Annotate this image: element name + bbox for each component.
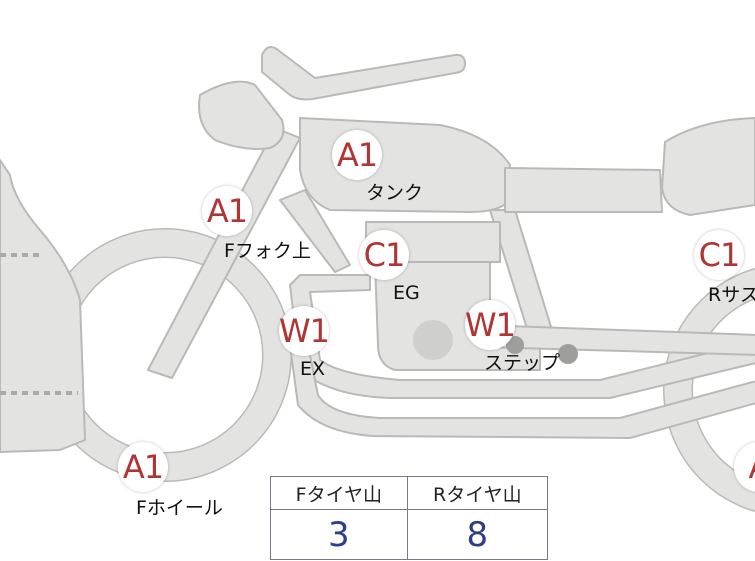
step-badge: W1 [465, 300, 516, 350]
front-wheel-badge: A1 [118, 442, 168, 492]
exhaust-pipe-upper [289, 274, 755, 399]
tank-label: タンク [366, 182, 424, 204]
headlight [198, 80, 285, 150]
front-fork-badge: A1 [202, 186, 252, 236]
frame-down-tube [279, 189, 351, 273]
frame-top-rail [504, 167, 663, 213]
left-vehicle-body [0, 159, 86, 453]
front-wheel-label: Fホイール [136, 497, 223, 519]
seat [661, 117, 755, 216]
exhaust-label: EX [300, 358, 326, 380]
engine-cover [413, 320, 453, 360]
step-label: ステップ [484, 352, 561, 374]
exhaust-badge: W1 [279, 306, 330, 356]
front-fork-label: Fフォク上 [224, 240, 311, 262]
engine-badge: C1 [359, 230, 409, 280]
front-tire-value: 3 [270, 509, 408, 560]
rear-tire-header: Rタイヤ山 [406, 476, 549, 510]
tire-tread-table: Fタイヤ山 Rタイヤ山 3 8 [270, 476, 549, 560]
tank-badge: A1 [332, 130, 382, 180]
front-tire-header: Fタイヤ山 [270, 476, 408, 510]
rear-suspension-label: Rサス [708, 284, 755, 306]
engine-label: EG [393, 282, 420, 304]
rear-tire-value: 8 [406, 509, 549, 560]
rear-wheel-badge: A [734, 442, 755, 492]
handlebar [261, 45, 466, 101]
exhaust-pipe-lower [287, 329, 755, 439]
rear-suspension-badge: C1 [694, 230, 744, 280]
